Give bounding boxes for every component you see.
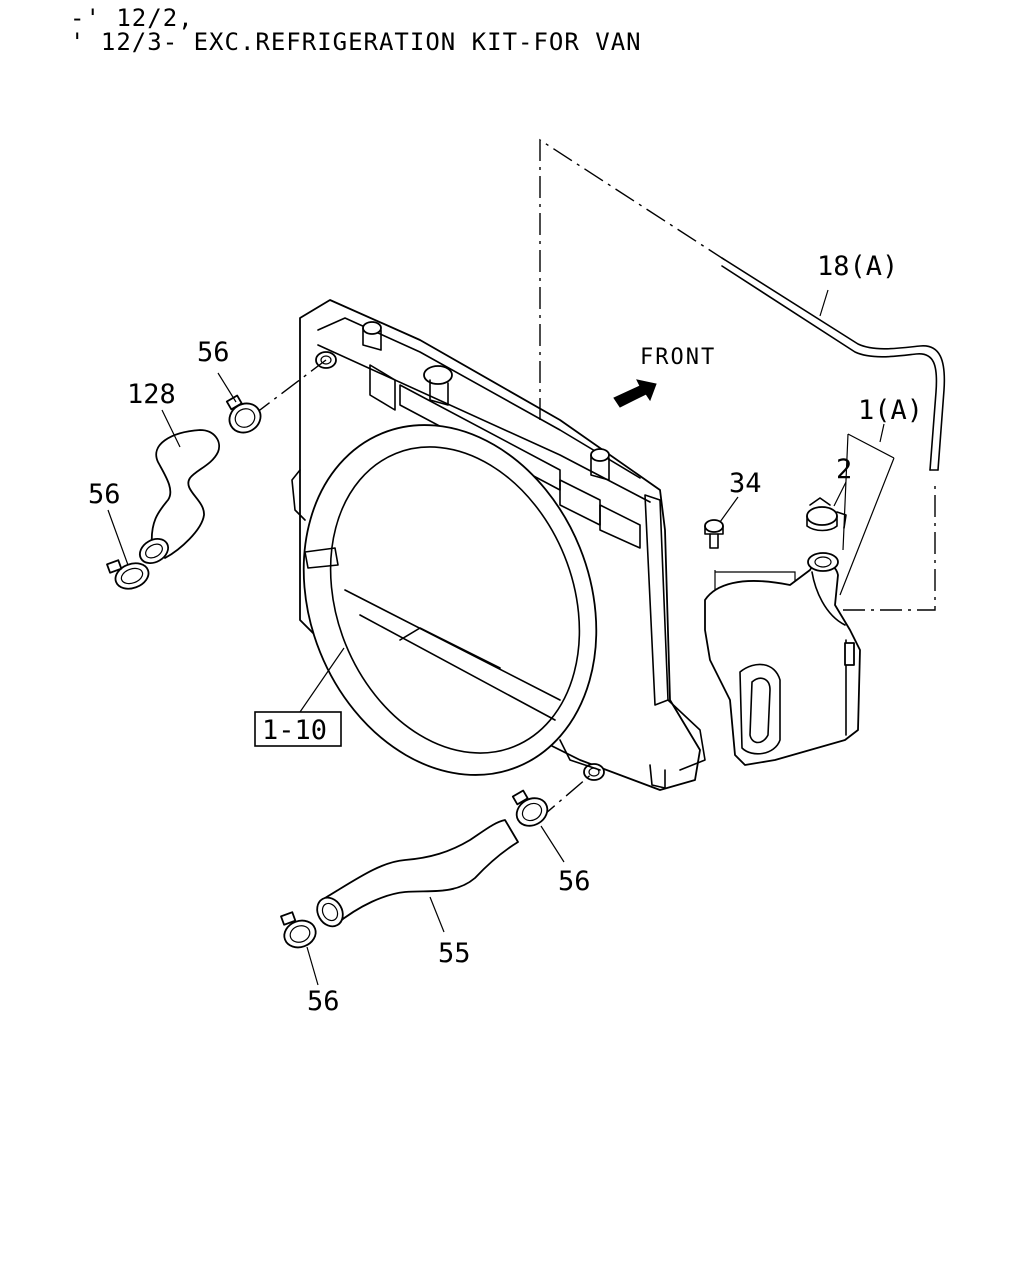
clamp-lower-left[interactable] (280, 911, 320, 951)
tank-cap[interactable] (806, 497, 847, 532)
callout-18a: 18(A) (817, 251, 898, 282)
clamp-upper-right[interactable] (224, 394, 266, 439)
overflow-hose[interactable] (721, 257, 946, 471)
front-label: FRONT (640, 345, 716, 370)
reserve-tank[interactable] (704, 552, 861, 766)
leader-lines (107, 289, 895, 986)
radiator-callout-box: 1-10 (254, 711, 342, 747)
header-line-1: -' 12/2, (70, 4, 194, 32)
upper-radiator-hose[interactable] (136, 429, 220, 568)
radiator-assembly[interactable] (253, 299, 706, 819)
callout-1a: 1(A) (858, 395, 923, 426)
callout-56-upper-right: 56 (197, 337, 230, 368)
callout-56-lower-left: 56 (307, 986, 340, 1017)
lower-radiator-hose[interactable] (312, 819, 519, 931)
front-direction-arrow: FRONT (613, 345, 716, 408)
callout-1-10: 1-10 (262, 715, 327, 746)
clamp-lower-right[interactable] (511, 789, 553, 832)
arrow-icon (613, 379, 657, 408)
callout-56-upper-left: 56 (88, 479, 121, 510)
callout-55: 55 (438, 938, 471, 969)
callout-128: 128 (127, 379, 176, 410)
header-line-2: ' 12/3- EXC.REFRIGERATION KIT-FOR VAN (70, 28, 642, 56)
clamp-upper-left[interactable] (106, 559, 152, 593)
callout-34: 34 (729, 468, 762, 499)
callout-56-lower-right: 56 (558, 866, 591, 897)
bolt[interactable] (704, 519, 724, 549)
callout-2: 2 (836, 454, 852, 485)
